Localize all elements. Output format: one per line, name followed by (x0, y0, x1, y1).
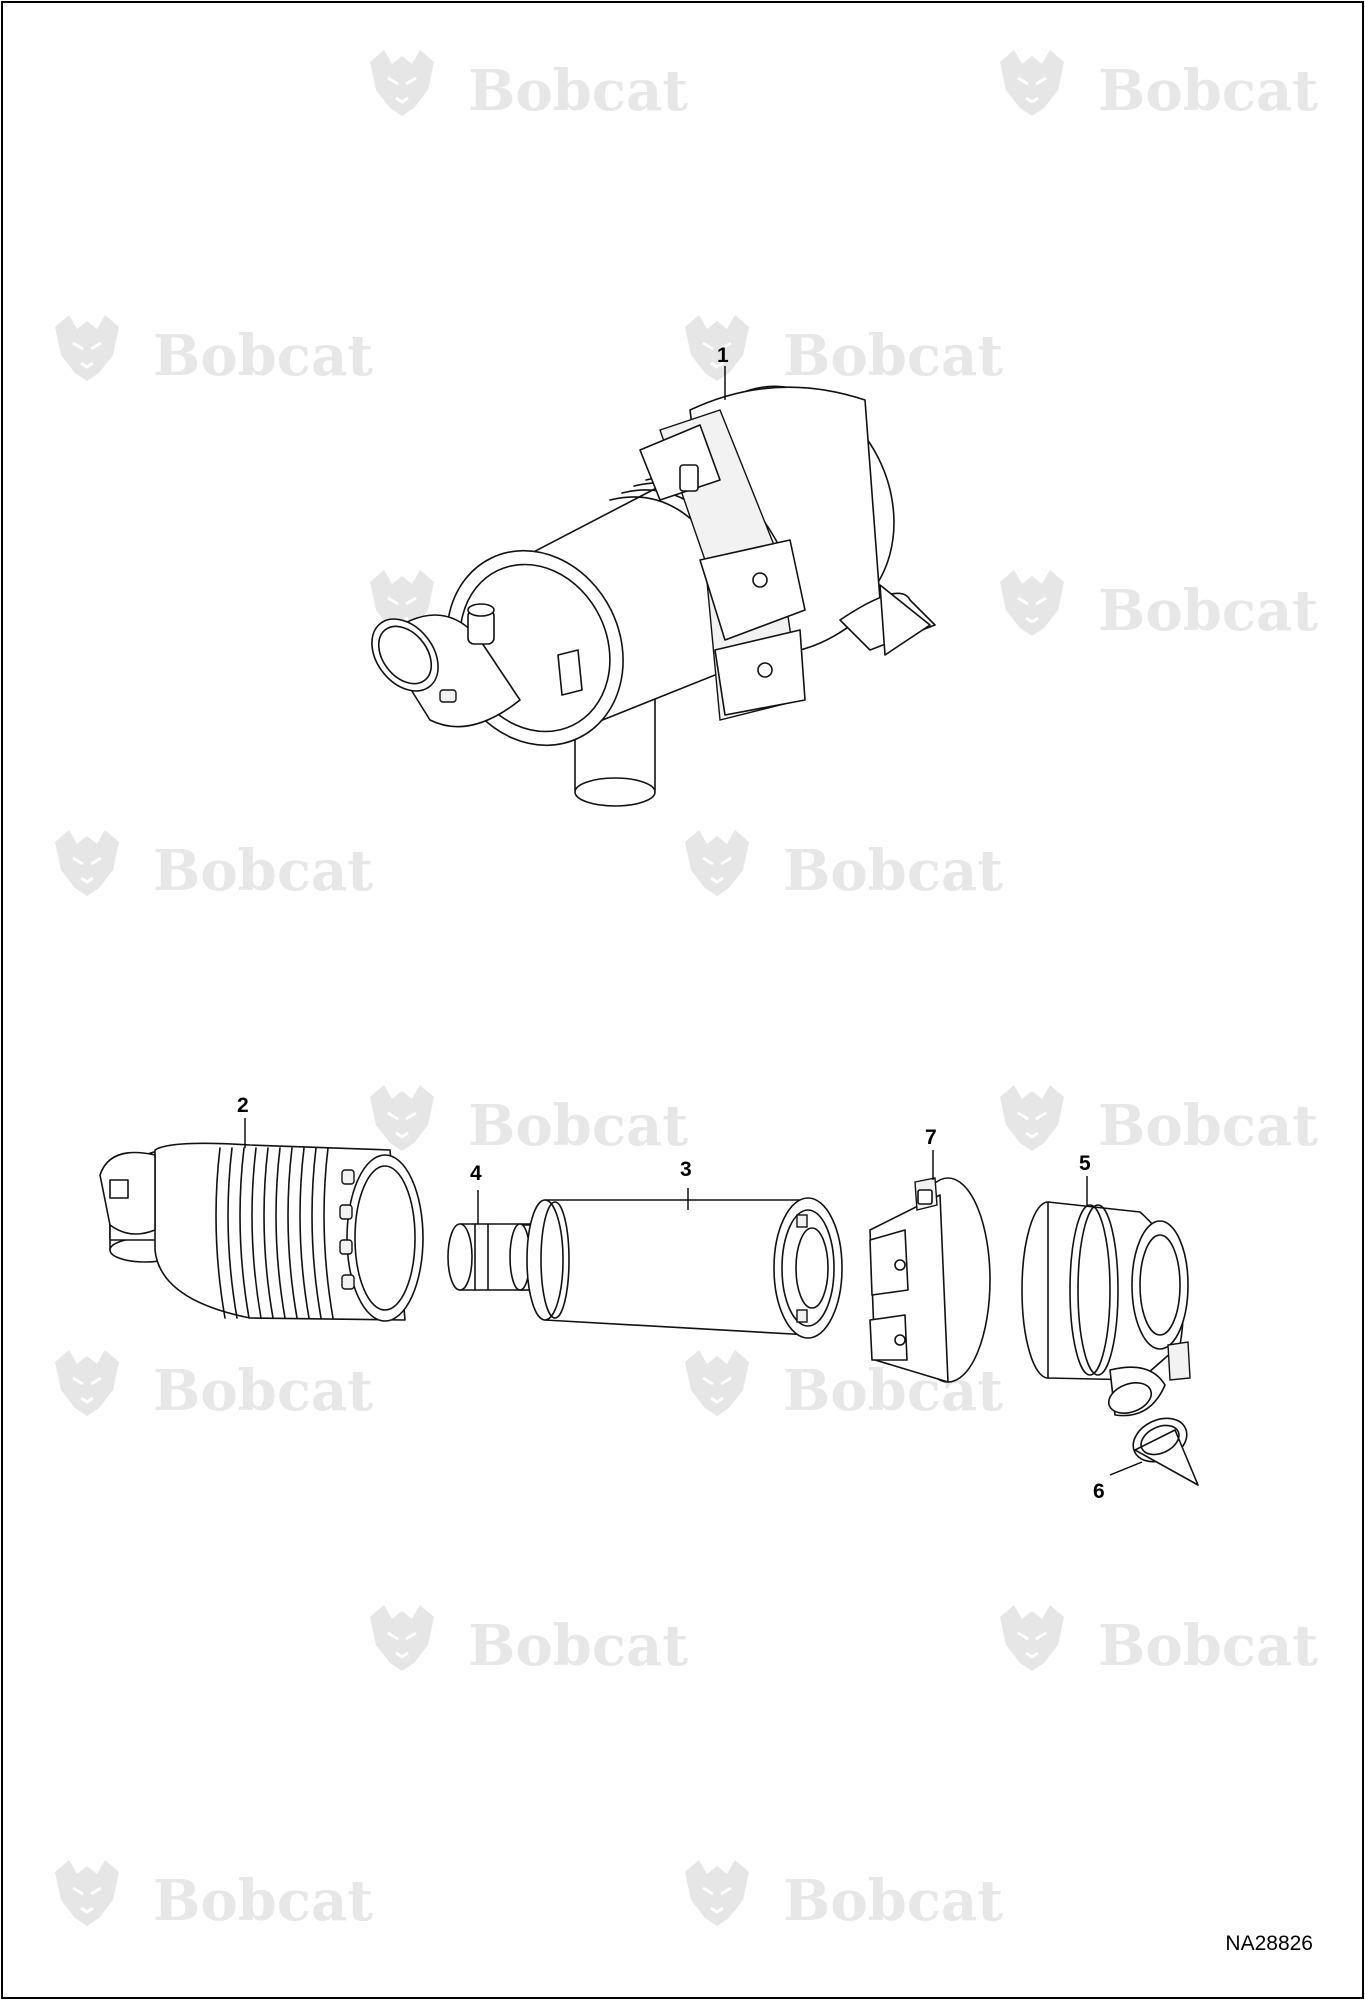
part-3-primary-filter (509, 1197, 843, 1339)
svg-text:Bobcat: Bobcat (1098, 58, 1318, 124)
watermark: Bobcat (998, 48, 1318, 124)
svg-text:Bobcat: Bobcat (153, 838, 373, 904)
svg-text:Bobcat: Bobcat (468, 58, 688, 124)
svg-text:Bobcat: Bobcat (153, 323, 373, 389)
callout-1: 1 (717, 344, 729, 367)
svg-text:Bobcat: Bobcat (783, 323, 1003, 389)
part-6-evacuator-valve (1132, 1417, 1199, 1486)
watermark: Bobcat (683, 313, 1003, 389)
svg-text:Bobcat: Bobcat (468, 1093, 688, 1159)
reference-code: NA28826 (1225, 1932, 1313, 1955)
svg-text:Bobcat: Bobcat (153, 1358, 373, 1424)
svg-text:Bobcat: Bobcat (1098, 1093, 1318, 1159)
svg-text:Bobcat: Bobcat (153, 1868, 373, 1934)
callout-3: 3 (680, 1158, 692, 1181)
watermark: Bobcat (368, 1603, 688, 1679)
callout-2: 2 (237, 1094, 249, 1117)
watermark: Bobcat (998, 1603, 1318, 1679)
watermark: Bobcat (368, 1083, 688, 1159)
watermark: Bobcat (683, 828, 1003, 904)
svg-text:Bobcat: Bobcat (468, 1613, 688, 1679)
watermark: Bobcat (53, 313, 373, 389)
callout-5: 5 (1079, 1152, 1091, 1175)
svg-text:Bobcat: Bobcat (783, 1868, 1003, 1934)
watermark: Bobcat (368, 48, 688, 124)
watermark: Bobcat (998, 568, 1318, 644)
svg-text:Bobcat: Bobcat (1098, 1613, 1318, 1679)
callout-7: 7 (925, 1126, 937, 1149)
svg-text:Bobcat: Bobcat (1098, 578, 1318, 644)
watermark: Bobcat (998, 1083, 1318, 1159)
part-7-band-clamp (869, 1177, 991, 1383)
callout-4: 4 (470, 1162, 482, 1185)
callout-6: 6 (1093, 1480, 1105, 1503)
watermark-layer: Bobcat Bobcat Bobcat Bobcat Bobcat Bobca… (53, 48, 1318, 1934)
watermark: Bobcat (53, 828, 373, 904)
watermark: Bobcat (683, 1858, 1003, 1934)
watermark: Bobcat (53, 1348, 373, 1424)
callouts: 1 2 3 4 5 6 7 (237, 344, 1143, 1503)
svg-text:Bobcat: Bobcat (783, 838, 1003, 904)
watermark: Bobcat (53, 1858, 373, 1934)
part-2-housing (99, 1142, 424, 1322)
part-5-cover (1021, 1201, 1191, 1417)
air-cleaner-assembly (371, 385, 936, 807)
